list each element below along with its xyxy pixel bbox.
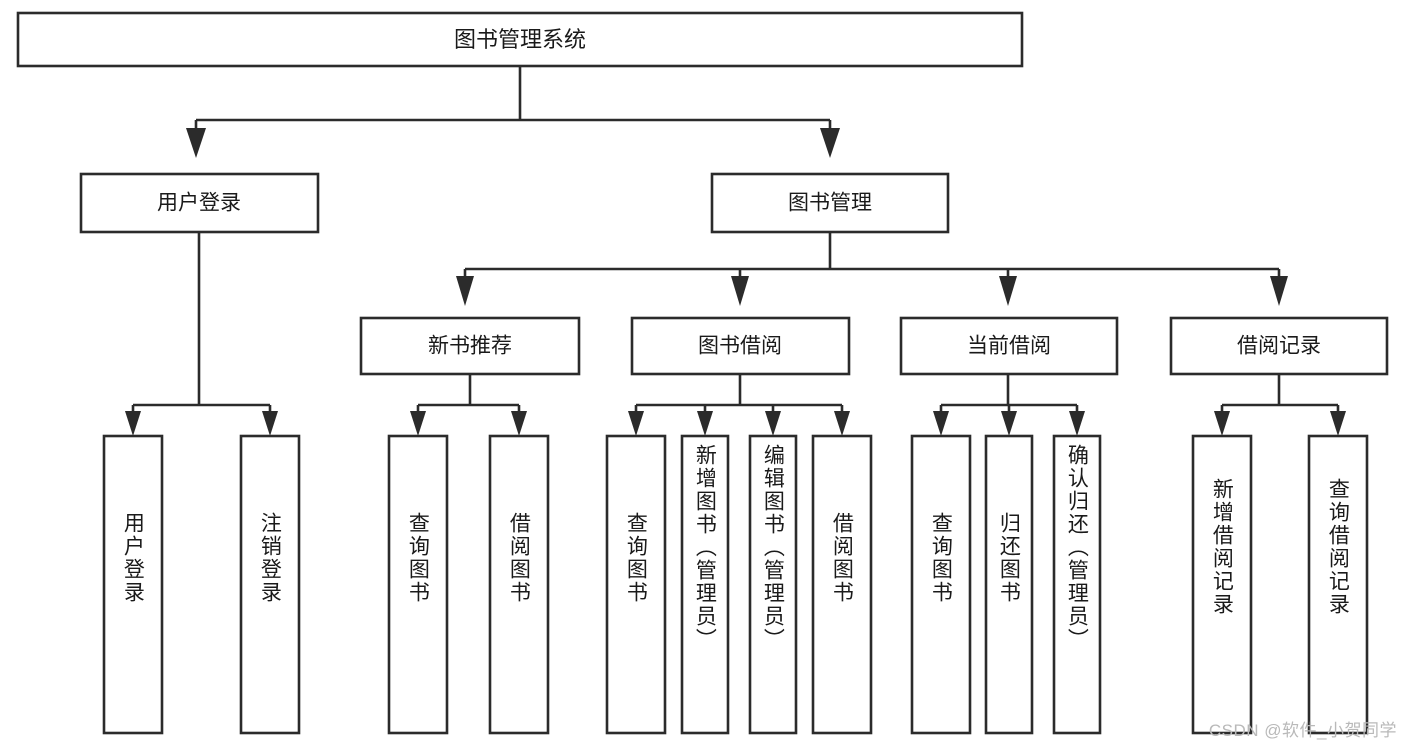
node-box-borrow-record[interactable] <box>1169 316 1389 376</box>
connector-group-root <box>186 66 840 158</box>
arrow-bm-to-book-borrow <box>731 276 749 306</box>
arrow-bb-leaf-2 <box>697 411 713 436</box>
arrow-bm-to-new-book <box>456 276 474 306</box>
node-box-leaf-br-1[interactable] <box>1191 434 1253 735</box>
arrow-cb-leaf-1 <box>933 411 949 436</box>
arrow-user-login-leaf-1 <box>125 411 141 436</box>
arrow-cb-leaf-2 <box>1001 411 1017 436</box>
node-box-current-borrow[interactable] <box>899 316 1119 376</box>
node-box-leaf-cb-2[interactable] <box>984 434 1034 735</box>
node-box-book-borrow[interactable] <box>630 316 851 376</box>
node-box-leaf-br-2[interactable] <box>1307 434 1369 735</box>
watermark-text: CSDN @软件_小贺同学 <box>1208 721 1397 740</box>
connector-group-current-borrow <box>933 374 1085 436</box>
arrow-bb-leaf-4 <box>834 411 850 436</box>
node-box-leaf-nbr-1[interactable] <box>387 434 449 735</box>
node-label-user-login: 用户登录 <box>157 192 241 215</box>
node-box-root[interactable] <box>16 11 1024 68</box>
node-box-user-login[interactable] <box>79 172 320 234</box>
node-box-leaf-cb-3[interactable] <box>1052 434 1102 735</box>
node-box-leaf-bb-1[interactable] <box>605 434 667 735</box>
node-label-book-manage: 图书管理 <box>788 192 872 215</box>
node-box-new-book-recommend[interactable] <box>359 316 581 376</box>
connector-group-new-book-recommend <box>410 374 527 436</box>
node-box-leaf-bb-2[interactable] <box>680 434 730 735</box>
node-box-leaf-cb-1[interactable] <box>910 434 972 735</box>
node-box-leaf-bb-3[interactable] <box>748 434 798 735</box>
arrow-bm-to-borrow-record <box>1270 276 1288 306</box>
arrow-root-to-book-manage <box>820 128 840 158</box>
arrow-cb-leaf-3 <box>1069 411 1085 436</box>
connector-group-borrow-record <box>1214 374 1346 436</box>
arrow-br-leaf-1 <box>1214 411 1230 436</box>
arrow-br-leaf-2 <box>1330 411 1346 436</box>
connector-group-user-login <box>125 232 278 436</box>
arrow-bb-leaf-1 <box>628 411 644 436</box>
node-box-leaf-user-login-1[interactable] <box>102 434 164 735</box>
connector-group-book-manage <box>456 232 1288 306</box>
node-label-book-borrow: 图书借阅 <box>698 335 782 358</box>
arrow-nbr-leaf-1 <box>410 411 426 436</box>
arrow-bm-to-current-borrow <box>999 276 1017 306</box>
connector-group-book-borrow <box>628 374 850 436</box>
node-box-leaf-bb-4[interactable] <box>811 434 873 735</box>
arrow-bb-leaf-3 <box>765 411 781 436</box>
node-box-leaf-user-login-2[interactable] <box>239 434 301 735</box>
arrow-root-to-user-login <box>186 128 206 158</box>
node-label-new-book-recommend: 新书推荐 <box>428 335 512 358</box>
arrow-nbr-leaf-2 <box>511 411 527 436</box>
node-label-current-borrow: 当前借阅 <box>967 335 1051 358</box>
node-box-book-manage[interactable] <box>710 172 950 234</box>
node-label-borrow-record: 借阅记录 <box>1237 335 1321 358</box>
node-label-root: 图书管理系统 <box>454 27 586 52</box>
arrow-user-login-leaf-2 <box>262 411 278 436</box>
node-box-leaf-nbr-2[interactable] <box>488 434 550 735</box>
